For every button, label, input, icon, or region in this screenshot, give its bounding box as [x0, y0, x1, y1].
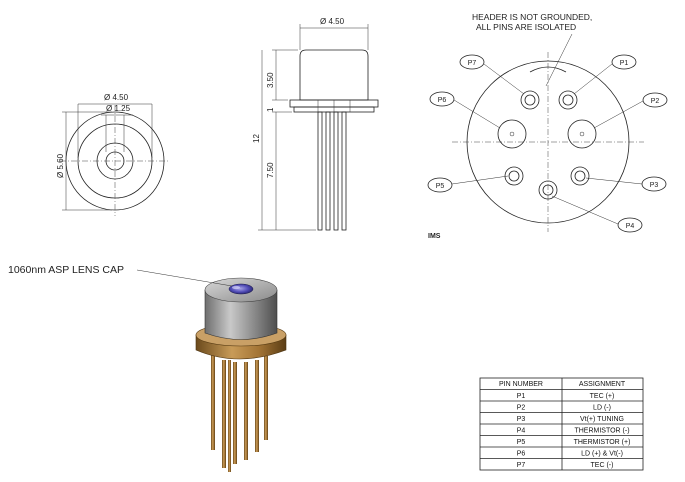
table-cell-assignment: LD (+) & Vt(-)	[581, 450, 623, 457]
table-cell-assignment: TEC (+)	[590, 393, 615, 400]
front-view: Ø 4.50 Ø 1.25 Ø 5.60	[56, 93, 170, 216]
pin-label-p3: P3	[585, 176, 667, 192]
svg-text:P3: P3	[650, 182, 659, 189]
side-view-cap	[299, 49, 369, 101]
pin-assignment-table: PIN NUMBER ASSIGNMENT P1 TEC (+) P2 LD (-) P…	[479, 377, 644, 471]
pin-label-p4: P4	[551, 195, 643, 233]
table-cell-assignment: THERMISTOR (+)	[574, 439, 631, 446]
side-cap-height-label: 3.50	[266, 72, 275, 88]
side-pin-length-label: 7.50	[266, 162, 275, 178]
pinout-view: HEADER IS NOT GROUNDED, ALL PINS ARE ISO…	[427, 12, 668, 240]
render-pins	[211, 355, 268, 472]
table-cell-pin: P1	[517, 393, 526, 400]
pin-label-p5: P5	[427, 175, 509, 193]
side-top-dia-label: Ø 4.50	[320, 17, 345, 26]
render-callout-label: 1060nm ASP LENS CAP	[8, 264, 124, 276]
table-cell-assignment: Vt(+) TUNING	[580, 416, 624, 423]
table-cell-pin: P2	[517, 404, 526, 411]
svg-text:P2: P2	[651, 98, 660, 105]
svg-text:P7: P7	[468, 60, 477, 67]
pinout-cut-text: IMS	[428, 233, 441, 240]
svg-text:P5: P5	[436, 183, 445, 190]
svg-text:P1: P1	[620, 60, 629, 67]
table-cell-assignment: TEC (-)	[591, 462, 614, 469]
table-cell-pin: P4	[517, 427, 526, 434]
pin-label-p1: P1	[573, 54, 637, 95]
side-flange-thk-label: 1	[266, 107, 275, 112]
side-view: Ø 4.50 3.50 7.50 12 1	[252, 17, 379, 231]
pinout-note-line2: ALL PINS ARE ISOLATED	[476, 22, 576, 32]
pin-label-p7: P7	[459, 54, 525, 95]
table-cell-pin: P5	[517, 439, 526, 446]
front-inner-dia-label: Ø 1.25	[106, 104, 131, 113]
svg-text:P4: P4	[626, 223, 635, 230]
table-cell-pin: P6	[517, 450, 526, 457]
pin-label-p2: P2	[593, 92, 668, 129]
pin-label-p6: P6	[429, 91, 501, 129]
svg-text:P6: P6	[438, 97, 447, 104]
table-cell-pin: P7	[517, 462, 526, 469]
front-outer-dia-label: Ø 4.50	[104, 93, 129, 102]
render-cap	[204, 289, 278, 340]
table-header-pin: PIN NUMBER	[499, 381, 543, 388]
table-cell-assignment: THERMISTOR (-)	[574, 427, 629, 434]
table-cell-assignment: LD (-)	[593, 404, 611, 411]
front-flange-dia-label: Ø 5.60	[56, 153, 65, 178]
render-view: 1060nm ASP LENS CAP	[8, 264, 287, 472]
pinout-pins	[497, 90, 597, 200]
side-view-pins	[317, 111, 347, 231]
pinout-note-line1: HEADER IS NOT GROUNDED,	[472, 12, 592, 22]
table-header-assignment: ASSIGNMENT	[579, 381, 626, 388]
table-cell-pin: P3	[517, 416, 526, 423]
render-lens	[228, 283, 254, 295]
side-total-height-label: 12	[252, 134, 261, 143]
